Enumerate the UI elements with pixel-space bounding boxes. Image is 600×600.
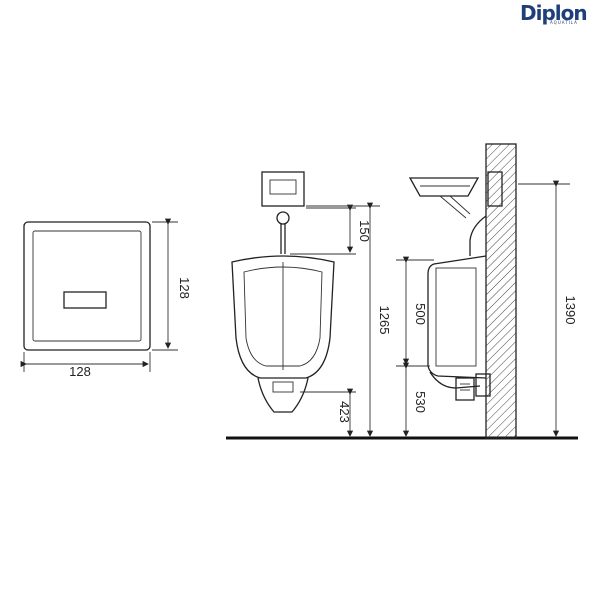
urinal-bowl	[243, 266, 323, 367]
side-sensor-box	[487, 171, 503, 207]
urinal-side-view	[396, 143, 570, 439]
brand-logo: Diplon AQUATILA	[520, 0, 600, 26]
wall-height-label: 1390	[563, 296, 578, 325]
inlet-spud	[276, 211, 290, 225]
flush-valve-unit	[408, 177, 480, 197]
side-wall-connection	[475, 373, 491, 397]
urinal-front-view	[226, 171, 578, 440]
panel-width-label: 128	[69, 364, 91, 379]
sensor-height-label: 1265	[377, 306, 392, 335]
wall-section	[485, 143, 517, 439]
sensor-box	[261, 171, 305, 207]
panel-sensor-window	[63, 291, 107, 309]
side-drain-fitting	[455, 377, 475, 401]
panel-front-view	[20, 218, 178, 372]
urinal-outlet	[272, 381, 294, 393]
panel-height-label: 128	[177, 277, 192, 299]
urinal-trap	[257, 377, 309, 413]
urinal-body	[231, 255, 335, 379]
side-trap	[429, 371, 481, 389]
urinal-height-label: 500	[413, 303, 428, 325]
side-bottom-label: 530	[413, 391, 428, 413]
panel-outer-frame	[23, 221, 151, 351]
brand-name: Diplon	[520, 1, 588, 25]
sensor-offset-label: 150	[357, 220, 372, 242]
sensor-box-window	[269, 179, 297, 195]
brand-tagline: AQUATILA	[550, 20, 578, 25]
panel-inner-frame	[32, 230, 142, 342]
side-urinal-inner	[435, 267, 477, 367]
urinal-bottom-label: 423	[337, 401, 352, 423]
side-inlet-pipe	[469, 215, 487, 256]
side-urinal-body	[427, 255, 487, 379]
